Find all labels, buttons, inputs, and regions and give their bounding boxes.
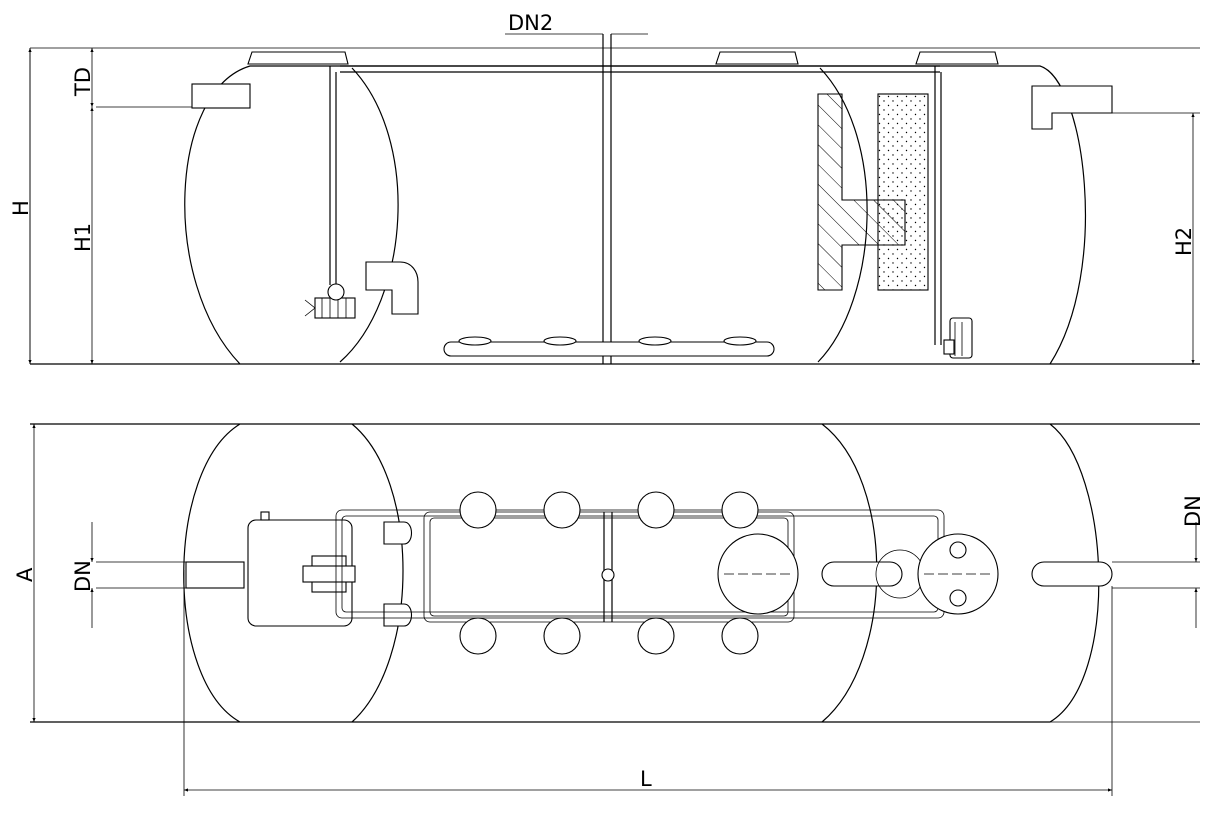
label-dn-right: DN: [1181, 495, 1205, 527]
top-view: A DN DN L: [13, 423, 1205, 796]
top-inlet-pipe: [185, 561, 245, 589]
label-dn2: DN2: [508, 11, 553, 35]
submersible-pump-right: [943, 317, 973, 359]
label-h2: H2: [1172, 227, 1196, 256]
side-view: DN2 TD H1 H H2: [9, 11, 1200, 365]
submersible-pump-left: [304, 283, 356, 319]
label-l: L: [640, 767, 652, 791]
label-dn-left: DN: [71, 560, 95, 592]
elbow-inlet: [365, 261, 419, 315]
diffuser-manifold: [443, 336, 775, 357]
manhole-cover-2: [715, 51, 799, 65]
label-td: TD: [71, 67, 95, 97]
label-h: H: [9, 200, 33, 216]
manhole-cover-3: [915, 51, 999, 65]
label-h1: H1: [71, 223, 95, 252]
label-a: A: [13, 567, 37, 582]
dotted-filter-media: [877, 93, 929, 291]
top-compartment-wall-1: [351, 423, 404, 723]
top-outlet-pipe: [1031, 561, 1113, 587]
diffuser-discs-top: [459, 491, 759, 655]
side-tank-body: [30, 65, 1200, 365]
side-inlet-pipe: [191, 83, 251, 109]
manhole-cover-1: [247, 51, 349, 65]
side-compartment-wall-1: [339, 67, 399, 363]
side-outlet-pipe: [1031, 85, 1113, 130]
